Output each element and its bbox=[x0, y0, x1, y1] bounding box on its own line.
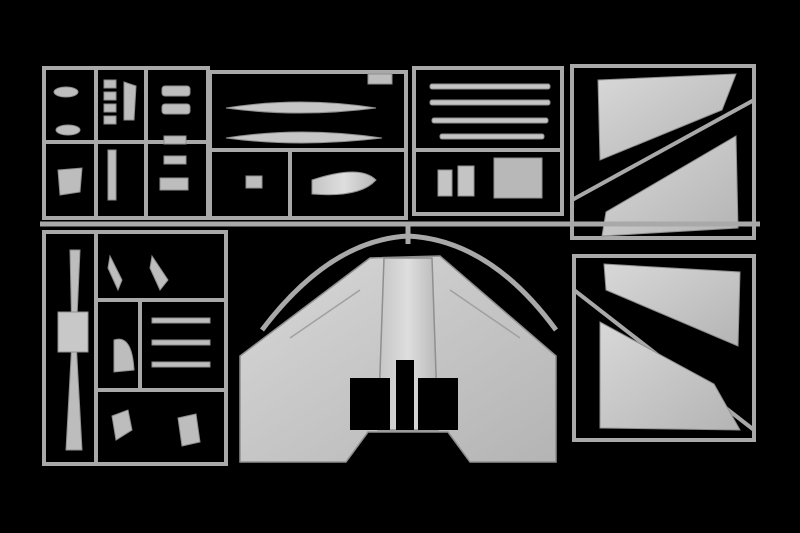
main-runners bbox=[40, 221, 760, 332]
wing-panels-lower bbox=[599, 263, 741, 431]
wing-panels-upper bbox=[597, 73, 739, 237]
small-parts-top-left bbox=[53, 79, 191, 201]
sprue-frame-bottom-left bbox=[42, 230, 228, 466]
sprue-frame-top-right bbox=[412, 66, 564, 216]
small-parts-top-middle bbox=[225, 73, 393, 196]
sprue-frame-top-middle bbox=[208, 70, 408, 220]
small-parts-bottom-left bbox=[57, 249, 211, 451]
main-wing-part bbox=[239, 255, 557, 463]
sprue-frame-wings-upper bbox=[570, 64, 756, 240]
missile-parts bbox=[429, 83, 551, 199]
